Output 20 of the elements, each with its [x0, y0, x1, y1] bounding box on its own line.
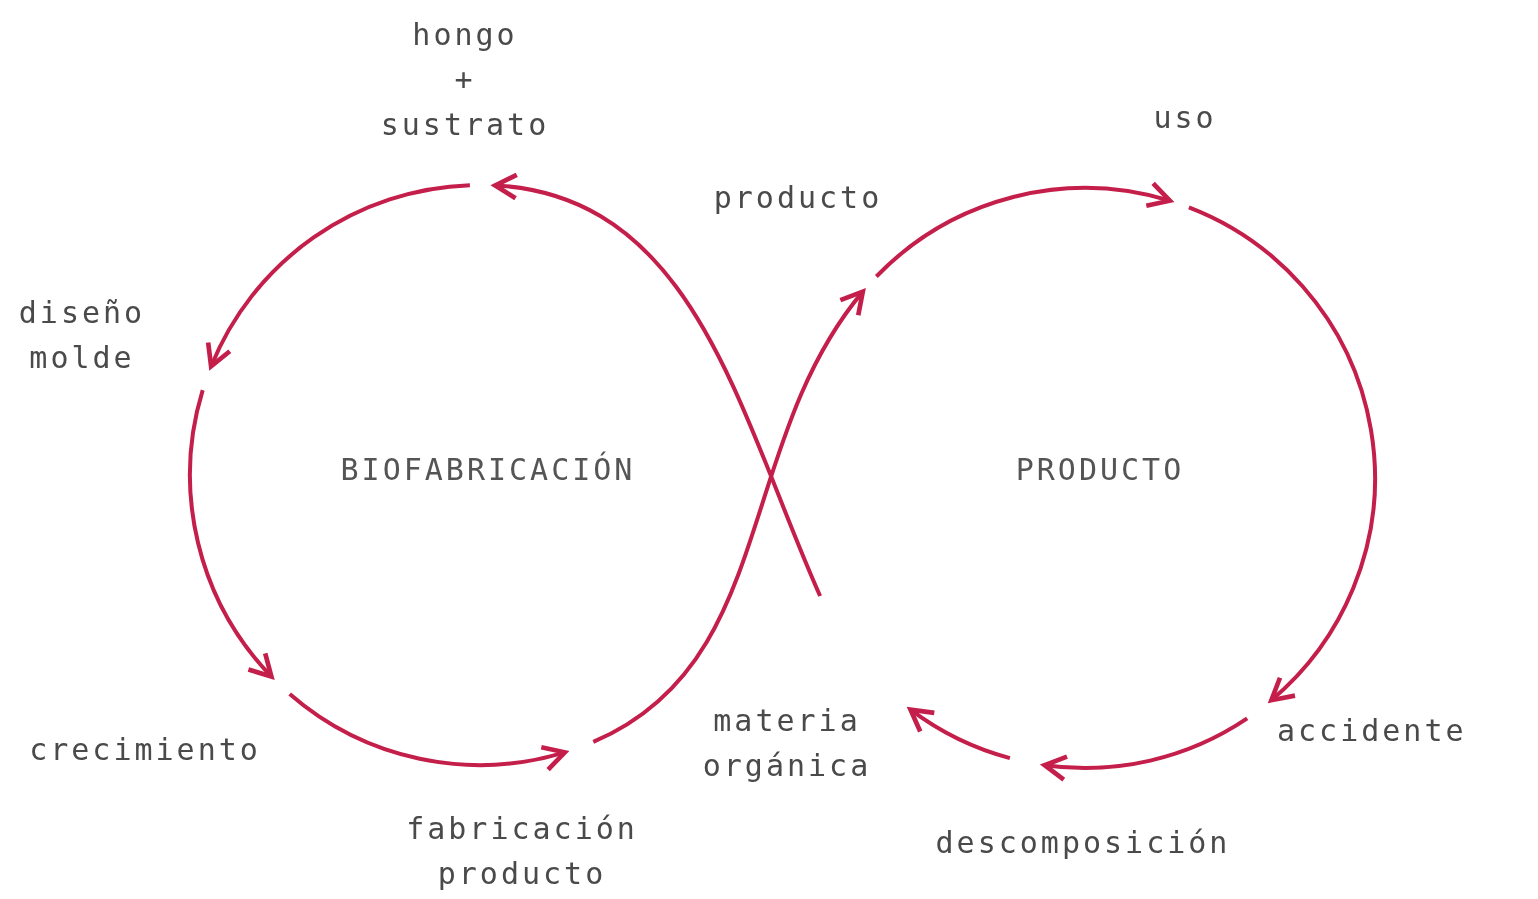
arrow	[875, 182, 1173, 278]
stage-label: crecimiento	[28, 731, 262, 769]
stage-label: fabricación producto	[405, 810, 639, 893]
cycle-title: PRODUCTO	[1015, 452, 1185, 487]
stage-label: descomposición	[934, 824, 1232, 862]
stage-label: producto	[712, 179, 884, 217]
arrow	[188, 389, 274, 679]
stage-label: accidente	[1277, 712, 1468, 750]
arrow	[592, 289, 866, 744]
arrow	[1042, 716, 1249, 781]
arrow	[1188, 205, 1377, 703]
cycle-title: BIOFABRICACIÓN	[340, 452, 636, 487]
arrow	[908, 707, 1011, 760]
arrow	[207, 183, 471, 369]
arrow	[492, 174, 822, 597]
stage-label: diseño molde	[17, 294, 147, 377]
arrow	[288, 692, 568, 771]
stage-label: hongo + sustrato	[379, 16, 551, 144]
stage-label: uso	[1152, 99, 1218, 137]
stage-label: materia orgánica	[701, 702, 873, 785]
